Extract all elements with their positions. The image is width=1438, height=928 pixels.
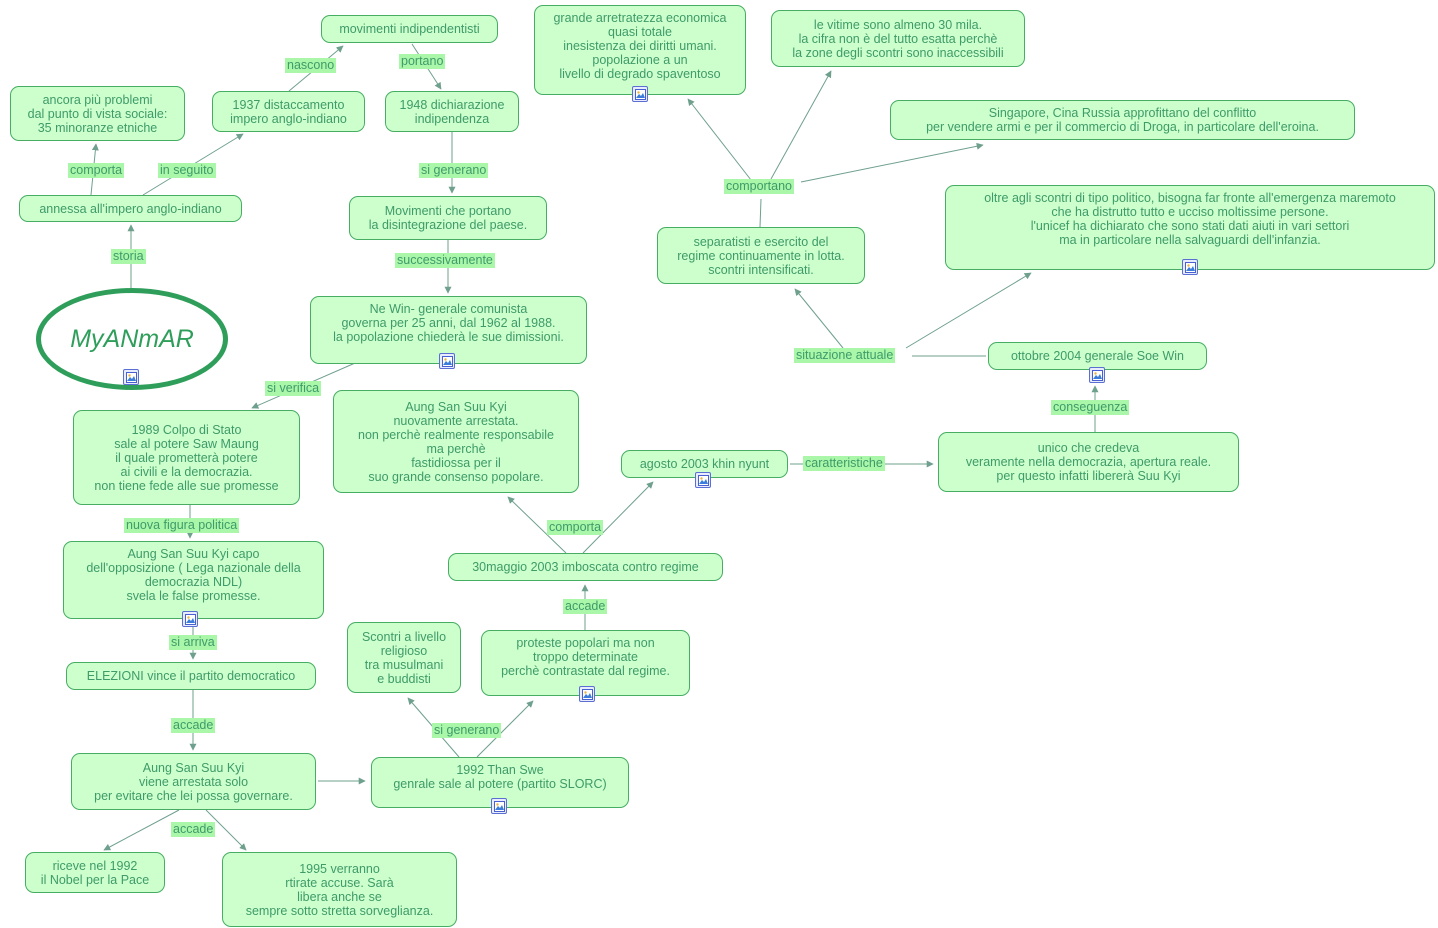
link-label-in-seguito[interactable]: in seguito <box>158 163 216 178</box>
link-label-accade-2[interactable]: accade <box>563 599 608 614</box>
image-resource-icon[interactable] <box>695 472 711 488</box>
link-label-si-arriva[interactable]: si arriva <box>169 635 217 650</box>
concept-node-suu-kyi-capo-opposizione[interactable]: Aung San Suu Kyi capo dell'opposizione (… <box>63 541 324 619</box>
link-label-si-generano-1[interactable]: si generano <box>419 163 489 178</box>
image-resource-icon[interactable] <box>1089 367 1105 383</box>
link-label-situazione-attuale[interactable]: situazione attuale <box>794 348 896 363</box>
link-label-comporta-1[interactable]: comporta <box>68 163 125 178</box>
link-label-caratteristiche[interactable]: caratteristiche <box>803 456 885 471</box>
concept-node-problemi-sociali[interactable]: ancora più problemi dal punto di vista s… <box>10 86 185 141</box>
concept-node-scontri-religiosi[interactable]: Scontri a livello religioso tra musulman… <box>347 622 461 693</box>
image-resource-icon[interactable] <box>1182 259 1198 275</box>
concept-node-separatisti-esercito[interactable]: separatisti e esercito del regime contin… <box>657 227 865 284</box>
concept-node-vittime-30-mila[interactable]: le vitime sono almeno 30 mila. la cifra … <box>771 10 1025 67</box>
image-resource-icon[interactable] <box>632 86 648 102</box>
link-label-si-verifica[interactable]: si verifica <box>265 381 322 396</box>
link-label-accade-1[interactable]: accade <box>171 718 216 733</box>
concept-node-arretratezza-economica[interactable]: grande arretratezza economica quasi tota… <box>534 5 746 95</box>
link-label-storia[interactable]: storia <box>111 249 146 264</box>
concept-node-colpo-di-stato-1989[interactable]: 1989 Colpo di Stato sale al potere Saw M… <box>73 410 300 505</box>
image-resource-icon[interactable] <box>579 686 595 702</box>
link-label-successivamente[interactable]: successivamente <box>395 253 495 268</box>
link-label-accade-3[interactable]: accade <box>171 822 216 837</box>
concept-node-singapore-cina-russia[interactable]: Singapore, Cina Russia approfittano del … <box>890 100 1355 140</box>
image-resource-icon[interactable] <box>123 369 139 385</box>
link-label-nuova-figura-politica[interactable]: nuova figura politica <box>124 518 240 533</box>
concept-node-ne-win[interactable]: Ne Win- generale comunista governa per 2… <box>310 296 587 364</box>
link-label-portano[interactable]: portano <box>399 54 446 69</box>
image-resource-icon[interactable] <box>491 798 507 814</box>
concept-node-suu-kyi-arrestata[interactable]: Aung San Suu Kyi viene arrestata solo pe… <box>71 753 316 810</box>
concept-node-accuse-ritirate-1995[interactable]: 1995 verranno rtirate accuse. Sarà liber… <box>222 852 457 927</box>
image-resource-icon[interactable] <box>439 353 455 369</box>
link-label-conseguenza[interactable]: conseguenza <box>1051 400 1130 415</box>
link-label-comportano[interactable]: comportano <box>724 179 795 194</box>
central-node-myanmar[interactable]: MyANmAR <box>36 288 228 390</box>
concept-node-nobel-1992[interactable]: riceve nel 1992 il Nobel per la Pace <box>25 852 165 893</box>
link-label-si-generano-2[interactable]: si generano <box>432 723 502 738</box>
concept-node-imboscata-30-maggio-2003[interactable]: 30maggio 2003 imboscata contro regime <box>448 553 723 581</box>
concept-node-ottobre-2004-soe-win[interactable]: ottobre 2004 generale Soe Win <box>988 342 1207 370</box>
concept-node-than-swe-1992[interactable]: 1992 Than Swe genrale sale al potere (pa… <box>371 757 629 808</box>
concept-node-indipendenza-1948[interactable]: 1948 dichiarazione indipendenza <box>385 91 519 132</box>
concept-node-emergenza-maremoto[interactable]: oltre agli scontri di tipo politico, bis… <box>945 185 1435 270</box>
image-resource-icon[interactable] <box>182 611 198 627</box>
concept-node-unico-che-credeva[interactable]: unico che credeva veramente nella democr… <box>938 432 1239 492</box>
concept-node-annessa-impero[interactable]: annessa all'impero anglo-indiano <box>19 195 242 222</box>
concept-node-movimenti-indipendentisti[interactable]: movimenti indipendentisti <box>321 15 498 43</box>
link-label-comporta-2[interactable]: comporta <box>547 520 604 535</box>
concept-node-proteste-popolari[interactable]: proteste popolari ma non troppo determin… <box>481 630 690 696</box>
concept-node-movimenti-disintegrazione[interactable]: Movimenti che portano la disintegrazione… <box>349 196 547 240</box>
concept-node-suu-kyi-nuovamente-arrestata[interactable]: Aung San Suu Kyi nuovamente arrestata. n… <box>333 390 579 493</box>
link-label-nascono[interactable]: nascono <box>285 58 337 73</box>
concept-node-distaccamento-1937[interactable]: 1937 distaccamento impero anglo-indiano <box>212 91 365 132</box>
concept-node-agosto-2003-khin-nyunt[interactable]: agosto 2003 khin nyunt <box>621 450 788 478</box>
concept-node-elezioni[interactable]: ELEZIONI vince il partito democratico <box>66 662 316 690</box>
